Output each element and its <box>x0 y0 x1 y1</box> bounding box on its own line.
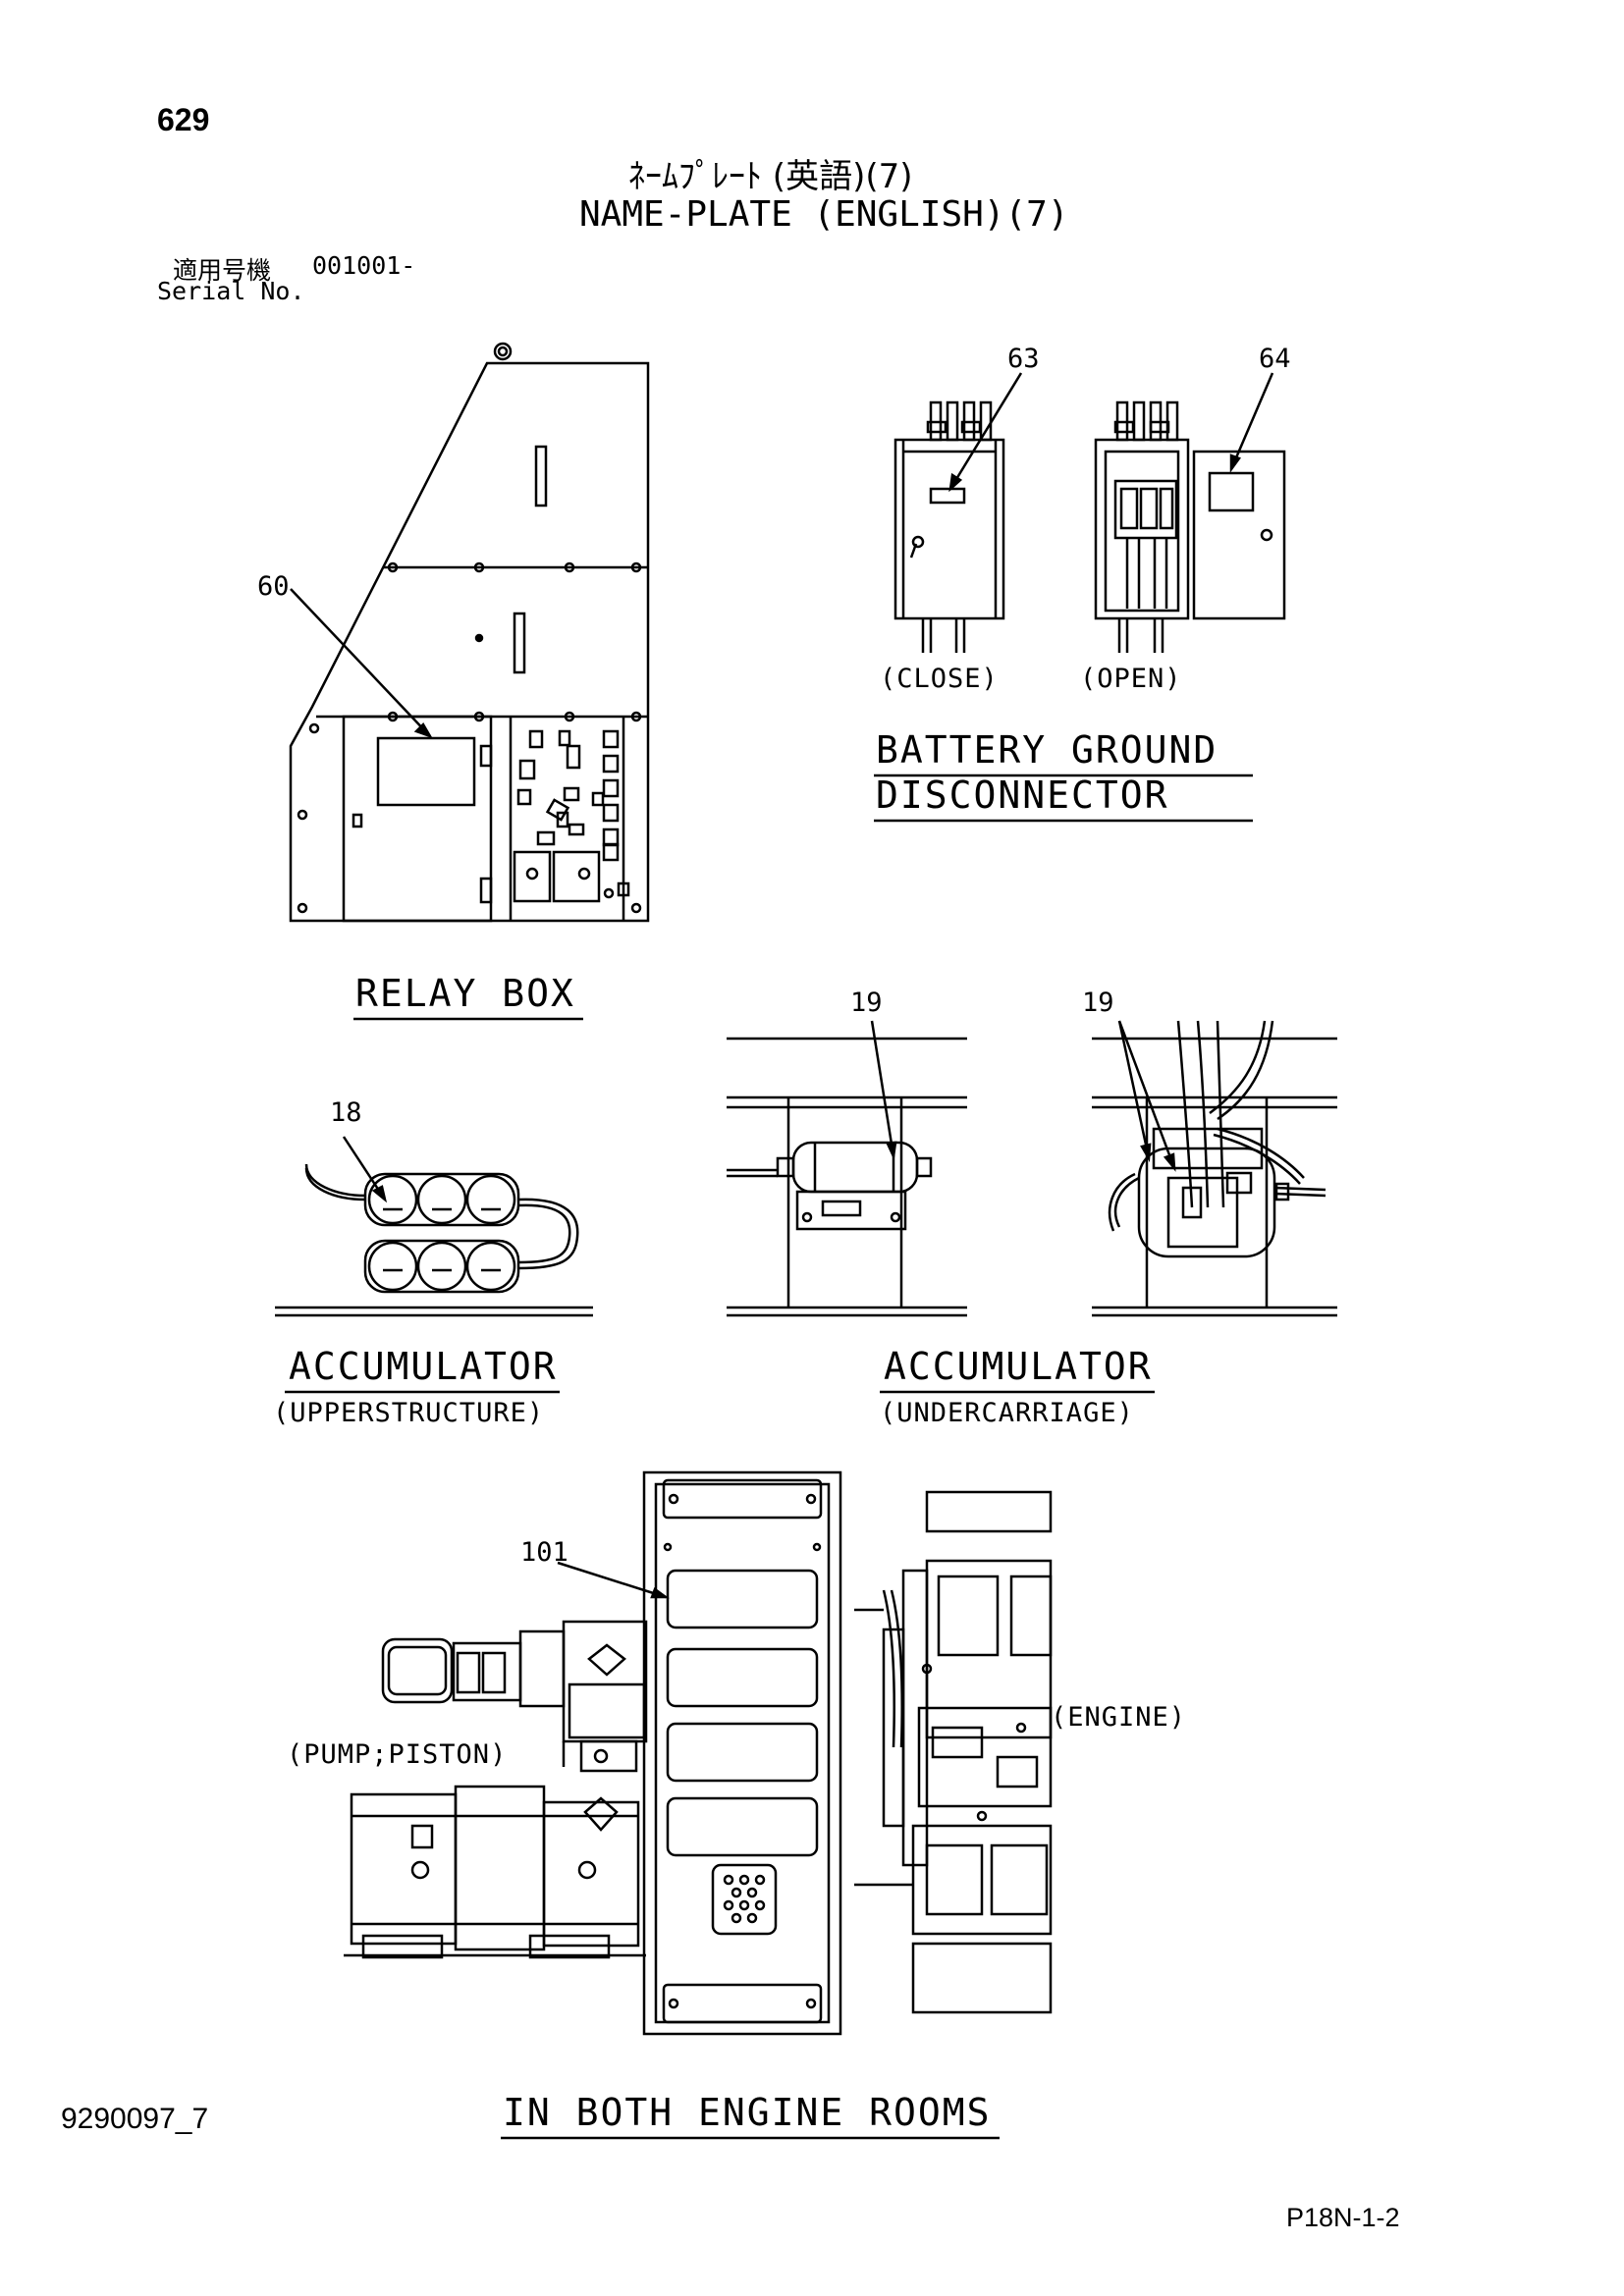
serial-label-japanese: 適用号機 <box>173 256 272 285</box>
serial-value: 001001- <box>312 251 416 280</box>
engine-room-drawing <box>344 1470 1053 2036</box>
close-label: (CLOSE) <box>880 664 999 694</box>
serial-label-english: Serial No. <box>157 277 305 305</box>
accumulator-upperstructure-drawing <box>275 1163 593 1317</box>
accumulator-under-sublabel: (UNDERCARRIAGE) <box>880 1398 1134 1428</box>
engine-rooms-label: IN BOTH ENGINE ROOMS <box>503 2091 992 2134</box>
accumulator-undercarriage-side-drawing <box>727 1037 967 1317</box>
callout-64: 64 <box>1259 344 1291 374</box>
callout-19-front: 19 <box>1082 988 1114 1018</box>
accumulator-undercarriage-front-drawing <box>1092 1020 1337 1317</box>
battery-disconnector-close-drawing <box>893 400 1005 653</box>
battery-disconnector-open-drawing <box>1094 400 1286 653</box>
title-japanese: ﾈｰﾑﾌﾟﾚｰﾄ (英語)(7) <box>628 157 913 196</box>
engine-label: (ENGINE) <box>1051 1702 1187 1733</box>
callout-63: 63 <box>1007 344 1040 374</box>
accumulator-under-label: ACCUMULATOR <box>884 1345 1153 1388</box>
accumulator-upper-sublabel: (UPPERSTRUCTURE) <box>273 1398 545 1428</box>
title-english: NAME-PLATE (ENGLISH)(7) <box>579 194 1069 235</box>
page-number: 629 <box>157 102 210 137</box>
disconnector-label: DISCONNECTOR <box>876 774 1169 817</box>
callout-60: 60 <box>257 571 290 602</box>
relay-box-drawing <box>289 342 650 923</box>
callout-18: 18 <box>330 1097 362 1128</box>
pump-piston-label: (PUMP;PISTON) <box>287 1739 508 1770</box>
callout-101: 101 <box>520 1537 568 1568</box>
battery-ground-label: BATTERY GROUND <box>876 728 1218 772</box>
document-number: 9290097_7 <box>61 2103 209 2135</box>
callout-19-side: 19 <box>850 988 883 1018</box>
open-label: (OPEN) <box>1080 664 1182 694</box>
accumulator-upper-label: ACCUMULATOR <box>289 1345 558 1388</box>
relay-box-label: RELAY BOX <box>355 972 575 1015</box>
sheet-number: P18N-1-2 <box>1286 2203 1400 2232</box>
